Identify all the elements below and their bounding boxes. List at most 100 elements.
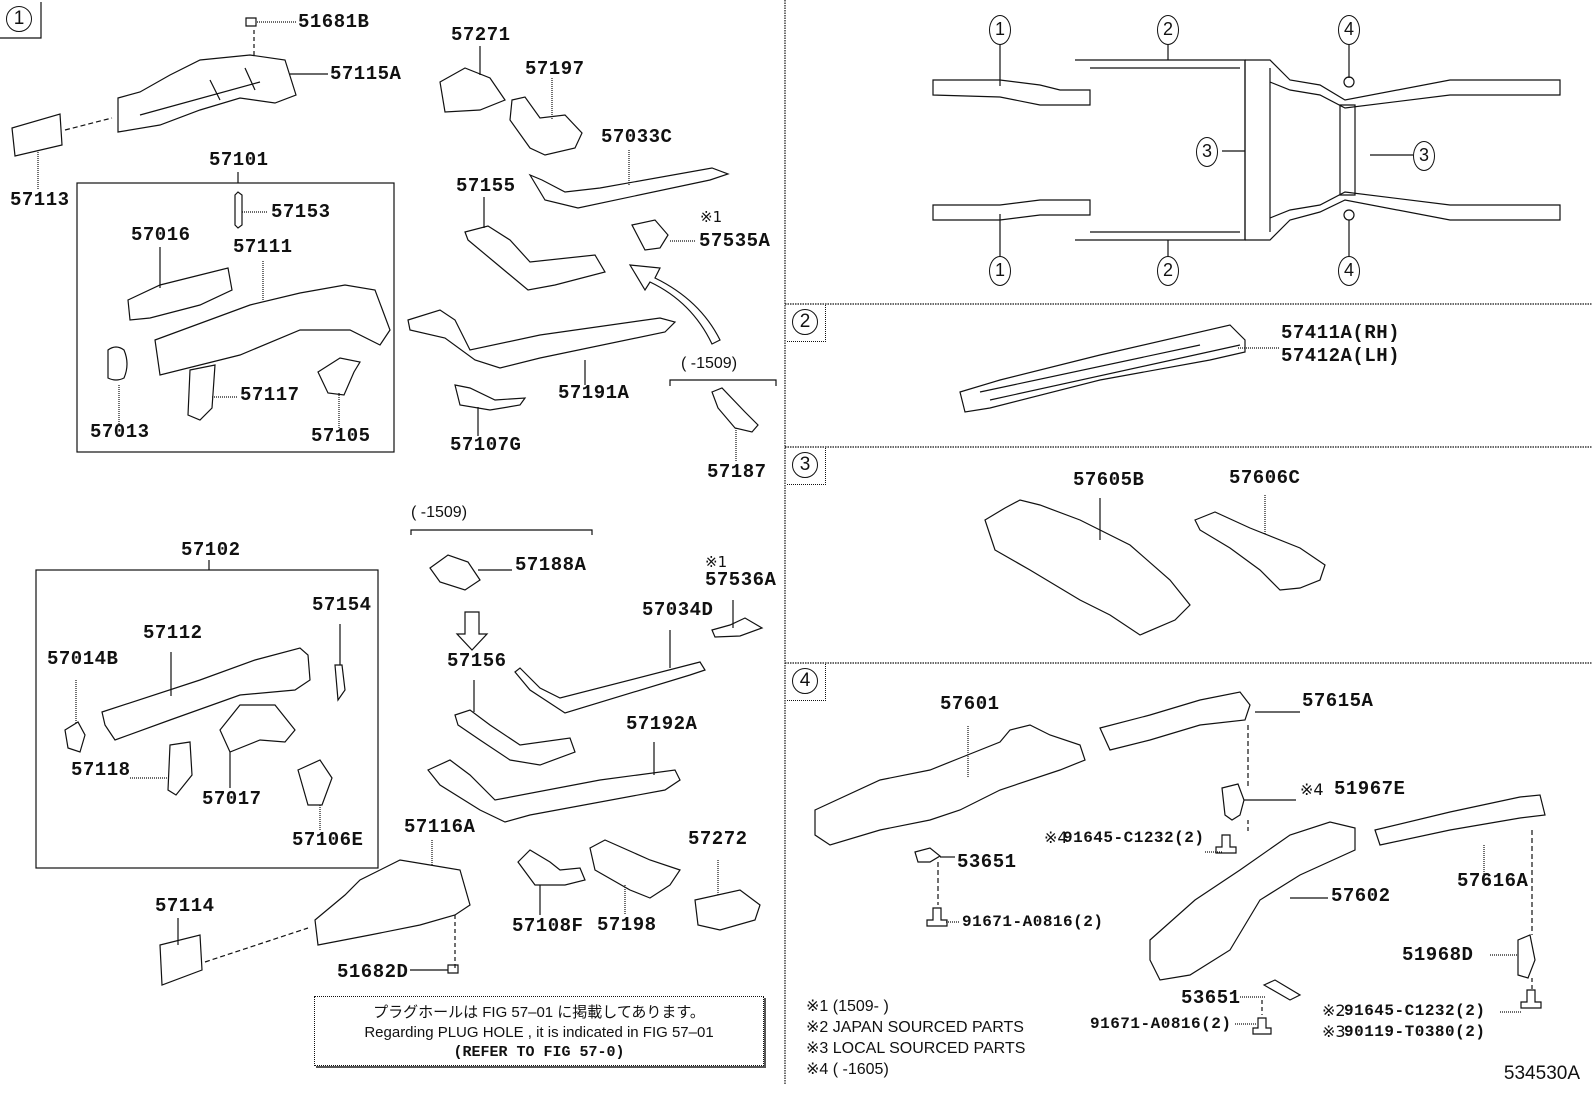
part-label-57108F[interactable]: 57108F bbox=[512, 915, 584, 937]
part-57033C bbox=[528, 167, 730, 209]
part-57602 bbox=[1149, 821, 1356, 981]
bolt-91671-A0816-a bbox=[926, 907, 948, 927]
part-label-57601[interactable]: 57601 bbox=[940, 693, 1000, 715]
part-label-57156[interactable]: 57156 bbox=[447, 650, 507, 672]
part-label-57013[interactable]: 57013 bbox=[90, 421, 150, 443]
part-label-57014B[interactable]: 57014B bbox=[47, 648, 119, 670]
part-57116A bbox=[314, 859, 471, 946]
bolt-91645-C1232 bbox=[1215, 834, 1237, 854]
part-label-57272[interactable]: 57272 bbox=[688, 828, 748, 850]
part-label-91671-A0816-b[interactable]: 91671-A0816(2) bbox=[1090, 1015, 1232, 1033]
note-mark-57536A: ※1 bbox=[705, 553, 728, 571]
part-label-57616A[interactable]: 57616A bbox=[1457, 870, 1529, 892]
part-label-57107G[interactable]: 57107G bbox=[450, 434, 522, 456]
part-label-57101[interactable]: 57101 bbox=[209, 149, 269, 171]
part-51681B bbox=[245, 17, 257, 27]
part-label-57606C[interactable]: 57606C bbox=[1229, 467, 1301, 489]
note-mark-90119-T0380: ※3 bbox=[1322, 1022, 1346, 1041]
part-label-57197[interactable]: 57197 bbox=[525, 58, 585, 80]
part-label-57198[interactable]: 57198 bbox=[597, 914, 657, 936]
part-label-51681B[interactable]: 51681B bbox=[298, 11, 370, 33]
part-label-57106E[interactable]: 57106E bbox=[292, 829, 364, 851]
overview-callout-3-left[interactable]: 3 bbox=[1196, 137, 1218, 167]
legend-note-2: ※2 JAPAN SOURCED PARTS bbox=[806, 1019, 1024, 1036]
part-label-57111[interactable]: 57111 bbox=[233, 236, 293, 258]
overview-callout-1-top[interactable]: 1 bbox=[989, 15, 1011, 45]
notice-refer-link[interactable]: (REFER TO FIG 57-0) bbox=[453, 1044, 625, 1061]
part-label-57187[interactable]: 57187 bbox=[707, 461, 767, 483]
overview-callout-4-bottom[interactable]: 4 bbox=[1338, 256, 1360, 286]
overview-callout-3-right[interactable]: 3 bbox=[1413, 141, 1435, 171]
part-label-57113[interactable]: 57113 bbox=[10, 189, 70, 211]
notice-english: Regarding PLUG HOLE , it is indicated in… bbox=[364, 1024, 714, 1041]
part-label-57153[interactable]: 57153 bbox=[271, 201, 331, 223]
part-label-57602[interactable]: 57602 bbox=[1331, 885, 1391, 907]
part-label-57115A[interactable]: 57115A bbox=[330, 63, 402, 85]
part-label-57192A[interactable]: 57192A bbox=[626, 713, 698, 735]
part-label-57188A[interactable]: 57188A bbox=[515, 554, 587, 576]
part-57187 bbox=[711, 387, 759, 433]
group-box-57102 bbox=[35, 569, 379, 869]
section-3-marker: 3 bbox=[792, 452, 818, 478]
part-label-51968D[interactable]: 51968D bbox=[1402, 944, 1474, 966]
part-label-51967E[interactable]: 51967E bbox=[1334, 778, 1406, 800]
part-label-51682D[interactable]: 51682D bbox=[337, 961, 409, 983]
part-57034D bbox=[514, 661, 706, 714]
part-label-57112[interactable]: 57112 bbox=[143, 622, 203, 644]
part-57014B bbox=[64, 721, 86, 753]
part-label-57017[interactable]: 57017 bbox=[202, 788, 262, 810]
part-label-57411A-rh[interactable]: 57411A(RH) bbox=[1281, 322, 1401, 344]
part-label-57034D[interactable]: 57034D bbox=[642, 599, 714, 621]
part-57114 bbox=[159, 934, 203, 986]
part-label-57033C[interactable]: 57033C bbox=[601, 126, 673, 148]
overview-callout-4-top[interactable]: 4 bbox=[1338, 15, 1360, 45]
part-label-53651-b[interactable]: 53651 bbox=[1181, 987, 1241, 1009]
section-4-marker: 4 bbox=[792, 668, 818, 694]
part-label-57271[interactable]: 57271 bbox=[451, 24, 511, 46]
part-57271 bbox=[439, 67, 506, 113]
overview-callout-2-bottom[interactable]: 2 bbox=[1157, 256, 1179, 286]
part-57535A bbox=[631, 219, 669, 251]
part-label-91671-A0816-a[interactable]: 91671-A0816(2) bbox=[962, 913, 1104, 931]
overview-callout-1-bottom[interactable]: 1 bbox=[989, 256, 1011, 286]
part-label-57605B[interactable]: 57605B bbox=[1073, 469, 1145, 491]
part-label-57117[interactable]: 57117 bbox=[240, 384, 300, 406]
note-mark-91645-C1232: ※4 bbox=[1044, 828, 1068, 847]
section-3-frame bbox=[787, 448, 826, 485]
part-label-57016[interactable]: 57016 bbox=[131, 224, 191, 246]
part-57016 bbox=[127, 267, 233, 321]
part-label-57154[interactable]: 57154 bbox=[312, 594, 372, 616]
part-57154 bbox=[334, 664, 346, 702]
part-label-57118[interactable]: 57118 bbox=[71, 759, 131, 781]
part-label-90119-T0380[interactable]: 90119-T0380(2) bbox=[1344, 1023, 1486, 1041]
part-label-57535A[interactable]: 57535A bbox=[699, 230, 771, 252]
part-label-57615A[interactable]: 57615A bbox=[1302, 690, 1374, 712]
legend-note-1: ※1 (1509- ) bbox=[806, 998, 889, 1015]
part-57118 bbox=[167, 741, 193, 796]
part-label-91645-C1232[interactable]: 91645-C1232(2) bbox=[1063, 829, 1205, 847]
part-label-91645-C1232-b[interactable]: 91645-C1232(2) bbox=[1344, 1002, 1486, 1020]
section-1-marker-frame bbox=[0, 2, 42, 39]
part-57117 bbox=[187, 364, 216, 421]
section-1-marker: 1 bbox=[6, 6, 32, 32]
group-box-57101 bbox=[76, 182, 395, 453]
part-57013 bbox=[107, 346, 128, 381]
part-label-57105[interactable]: 57105 bbox=[311, 425, 371, 447]
section-2-frame bbox=[787, 305, 826, 342]
part-label-57116A[interactable]: 57116A bbox=[404, 816, 476, 838]
overview-callout-2-top[interactable]: 2 bbox=[1157, 15, 1179, 45]
note-mark-57535A: ※1 bbox=[700, 208, 723, 226]
part-label-57536A[interactable]: 57536A bbox=[705, 569, 777, 591]
part-label-57114[interactable]: 57114 bbox=[155, 895, 215, 917]
part-label-57412A-lh[interactable]: 57412A(LH) bbox=[1281, 345, 1401, 367]
part-57606C bbox=[1194, 511, 1326, 591]
part-57108F bbox=[517, 849, 586, 886]
part-label-53651-a[interactable]: 53651 bbox=[957, 851, 1017, 873]
part-label-57102[interactable]: 57102 bbox=[181, 539, 241, 561]
part-label-57191A[interactable]: 57191A bbox=[558, 382, 630, 404]
part-label-57155[interactable]: 57155 bbox=[456, 175, 516, 197]
range-57187: ( -1509) bbox=[681, 355, 738, 372]
section-4-frame bbox=[787, 664, 826, 701]
diagram-id: 534530A bbox=[1503, 1063, 1580, 1084]
